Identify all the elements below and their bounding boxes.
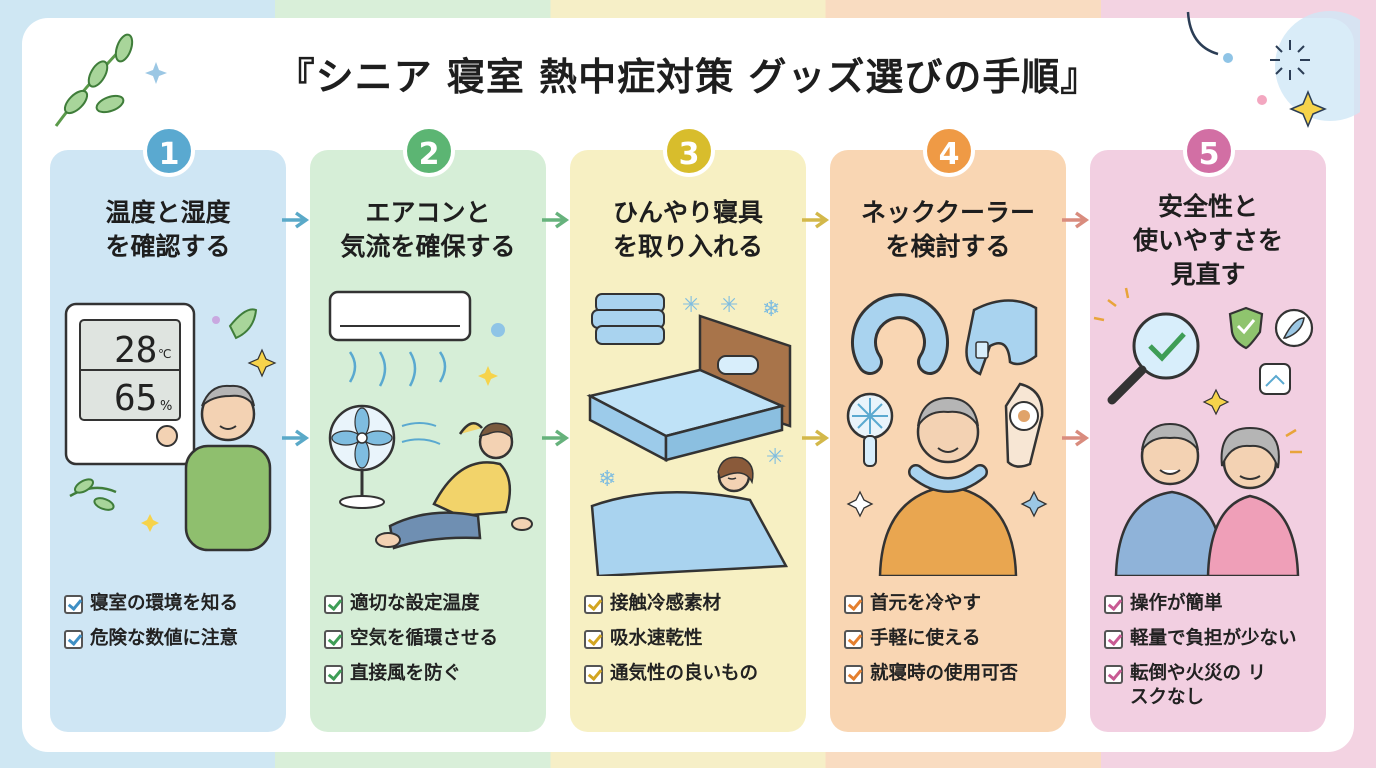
step-card-1: 1 温度と湿度を確認する 28 ℃ 65 % 寝室の環境を知る 危険な数値に注意 [50, 125, 286, 732]
checkbox-icon [844, 665, 863, 684]
svg-text:✳: ✳ [720, 293, 738, 318]
checklist: 首元を冷やす 手軽に使える 就寝時の使用可否 [844, 592, 1064, 697]
page-title: 『シニア 寝室 熱中症対策 グッズ選びの手順』 [276, 55, 1100, 99]
step-heading: 温度と湿度を確認する [105, 198, 231, 261]
svg-text:℃: ℃ [158, 347, 171, 361]
svg-text:✳: ✳ [766, 445, 784, 470]
step-heading: 安全性と使いやすさを見直す [1132, 192, 1283, 289]
checklist: 適切な設定温度 空気を循環させる 直接風を防ぐ [324, 592, 544, 697]
svg-text:❄: ❄ [762, 297, 780, 322]
arrow-right-icon [542, 211, 570, 229]
step-number-badge: 1 [143, 125, 195, 177]
checklist: 接触冷感素材 吸水速乾性 通気性の良いもの [584, 592, 804, 697]
step-card-3: 3 ひんやり寝具を取り入れる ✳ ✳ ❄ ❄ ✳ 接触冷感素材 吸水速乾性 通気性の良い… [570, 125, 806, 732]
checklist-item: 吸水速乾性 [584, 627, 804, 651]
checkbox-icon [324, 665, 343, 684]
checkbox-icon [64, 630, 83, 649]
svg-text:✳: ✳ [682, 293, 700, 318]
checklist-item: 手軽に使える [844, 627, 1064, 651]
checklist-item: 空気を循環させる [324, 627, 544, 651]
checklist-item: 直接風を防ぐ [324, 662, 544, 686]
checkbox-icon [844, 595, 863, 614]
checklist: 操作が簡単 軽量で負担が少ない 転倒や火災の リスクなし [1104, 592, 1324, 721]
magnifier-check-icon [1107, 312, 1200, 405]
arrow-right-icon [802, 211, 830, 229]
sparkle-icon [1186, 11, 1360, 128]
humidity-readout: 65 [114, 378, 157, 419]
step-card-5: 5 安全性と使いやすさを見直す 操作が簡単 軽量で負担が少ない 転倒や火災の リ… [1090, 125, 1326, 732]
arrow-right-icon [802, 429, 830, 447]
checkbox-icon [64, 595, 83, 614]
leaf-icon [54, 33, 167, 127]
checklist-item: 就寝時の使用可否 [844, 662, 1064, 686]
step-number-badge: 3 [663, 125, 715, 177]
checkbox-icon [1104, 630, 1123, 649]
towel-stack-icon [591, 293, 665, 345]
checkbox-icon [324, 630, 343, 649]
step-card-2: 2 エアコンと気流を確保する [310, 125, 546, 732]
fan-icon [328, 404, 396, 509]
checklist-item: 軽量で負担が少ない [1104, 627, 1324, 651]
checkbox-icon [1104, 665, 1123, 684]
thermometer-hygrometer-icon: 28 ℃ 65 % [64, 302, 277, 552]
step-number-badge: 5 [1183, 125, 1235, 177]
checkbox-icon [584, 595, 603, 614]
svg-text:%: % [160, 399, 172, 414]
bed-icon: ✳ ✳ ❄ ❄ ✳ [586, 293, 792, 576]
checkbox-icon [584, 630, 603, 649]
arrow-right-icon [542, 429, 570, 447]
arrow-right-icon [282, 211, 310, 229]
step-number-badge: 4 [923, 125, 975, 177]
checklist-item: 通気性の良いもの [584, 662, 804, 686]
step-heading: エアコンと気流を確保する [340, 198, 516, 261]
checkbox-icon [844, 630, 863, 649]
senior-couple-icon [1093, 287, 1314, 576]
step-number-badge: 2 [403, 125, 455, 177]
arrow-right-icon [282, 429, 310, 447]
checklist-item: 転倒や火災の リスクなし [1104, 662, 1324, 710]
svg-text:❄: ❄ [598, 467, 616, 492]
checkbox-icon [584, 665, 603, 684]
checkbox-icon [1104, 595, 1123, 614]
arrow-right-icon [1062, 429, 1090, 447]
step-heading: ネッククーラーを検討する [860, 198, 1035, 261]
checklist-item: 接触冷感素材 [584, 592, 804, 616]
temperature-readout: 28 [114, 330, 157, 371]
checklist-item: 首元を冷やす [844, 592, 1064, 616]
handheld-fan-icon [846, 392, 894, 467]
step-heading: ひんやり寝具を取り入れる [612, 198, 763, 261]
checklist-item: 操作が簡単 [1104, 592, 1324, 616]
neck-cooler-icon [846, 293, 1048, 576]
air-conditioner-icon [328, 290, 533, 550]
checklist-item: 寝室の環境を知る [64, 592, 284, 616]
checklist: 寝室の環境を知る 危険な数値に注意 [64, 592, 284, 662]
arrow-right-icon [1062, 211, 1090, 229]
snowflake-icon: ✳ ✳ ❄ ❄ ✳ [598, 293, 784, 492]
checklist-item: 危険な数値に注意 [64, 627, 284, 651]
step-card-4: 4 ネッククーラーを検討する 首元を冷やす 手軽に使える 就寝時の使用可否 [830, 125, 1066, 732]
checklist-item: 適切な設定温度 [324, 592, 544, 616]
checkbox-icon [324, 595, 343, 614]
